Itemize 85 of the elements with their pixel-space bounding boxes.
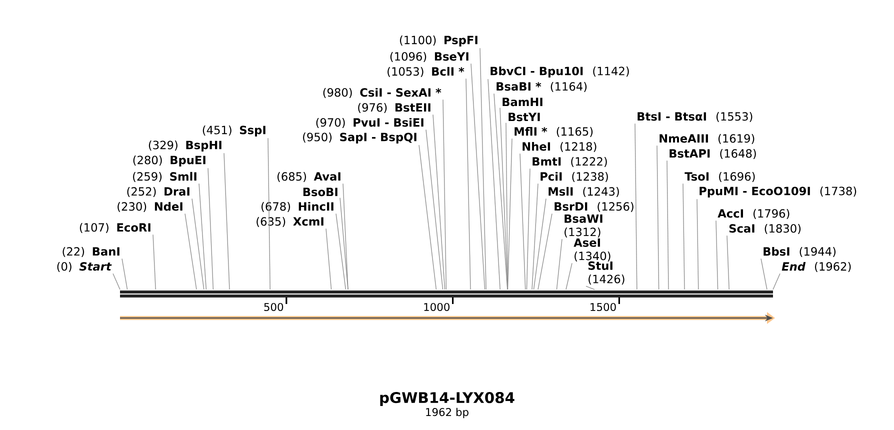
leader-line <box>494 93 508 290</box>
enzyme-label: (280) BpuEI <box>133 156 206 166</box>
leader-line <box>426 129 444 290</box>
enzyme-label: BsrDI (1256) <box>554 202 634 212</box>
enzyme-label: BsoBI <box>303 188 338 196</box>
leader-line <box>566 262 572 290</box>
enzyme-label: BtsI - BtsαI (1553) <box>638 112 752 122</box>
leader-line <box>268 138 270 290</box>
enzyme-label: (685) AvaI <box>278 172 340 182</box>
enzyme-label: NheI (1218) <box>522 142 596 152</box>
enzyme-label: BsaWI (1312) <box>564 214 602 238</box>
leader-line <box>634 123 638 290</box>
enzyme-label: (107) EcoRI <box>80 222 150 234</box>
enzyme-label: BbsI (1944) <box>764 246 836 258</box>
leader-line <box>526 168 530 290</box>
enzyme-label: (451) SspI <box>202 126 266 136</box>
leader-line <box>224 152 230 290</box>
enzyme-label: AccI (1796) <box>718 208 790 220</box>
enzyme-label: (950) SapI - BspQI <box>303 132 416 144</box>
leader-line <box>533 198 546 290</box>
enzyme-label: (1096) BseYI <box>390 52 468 62</box>
leader-line <box>716 220 718 290</box>
leader-line <box>326 228 332 290</box>
enzyme-label: (22) BanI <box>62 246 120 258</box>
leader-line <box>666 160 669 290</box>
leader-line <box>656 145 660 290</box>
leader-line <box>466 78 471 290</box>
enzyme-label: (329) BspHI <box>148 140 222 152</box>
enzyme-label: (1053) BclI * <box>388 66 464 78</box>
enzyme-label: MslI (1243) <box>548 186 619 198</box>
caption: 1962 bp <box>426 408 468 418</box>
enzyme-label: (252) DraI <box>127 186 190 198</box>
leader-line <box>520 153 526 290</box>
leader-line <box>500 107 508 290</box>
leader-line <box>682 183 685 290</box>
leader-line <box>470 63 486 290</box>
leader-line <box>432 114 446 290</box>
leader-line <box>760 258 768 290</box>
leader-line <box>342 183 348 290</box>
sequence-bar <box>120 290 773 298</box>
leader-line <box>556 238 562 290</box>
leader-line <box>726 235 730 290</box>
enzyme-label: (980) CsiI - SexAI * <box>323 88 442 98</box>
enzyme-label: BsaBI * (1164) <box>496 82 587 92</box>
leader-line <box>112 273 120 290</box>
enzyme-label: (230) NdeI <box>118 202 182 212</box>
enzyme-label: (678) HincII <box>262 202 334 212</box>
enzyme-label: BmtI (1222) <box>532 156 607 168</box>
leader-line <box>772 273 780 290</box>
enzyme-label: MflI * (1165) <box>514 126 593 138</box>
enzyme-label: NmeAIII (1619) <box>660 134 754 144</box>
enzyme-label: TsoI (1696) <box>684 172 755 182</box>
leader-line <box>198 183 207 290</box>
enzyme-label: BamHI <box>502 98 542 106</box>
leader-line <box>152 234 156 290</box>
enzyme-label: (635) XcmI <box>256 216 324 228</box>
enzyme-label: (970) PvuI - BsiEI <box>316 118 424 128</box>
leader-line <box>696 198 699 290</box>
leader-line <box>507 138 512 290</box>
enzyme-label: BstAPI (1648) <box>670 148 756 160</box>
enzyme-label: (259) SmlI <box>133 172 196 182</box>
enzyme-label: (0) Start <box>57 262 112 272</box>
enzyme-label: AseI (1340) <box>574 238 610 262</box>
leader-line <box>336 213 346 290</box>
enzyme-label: (976) BstEII <box>358 102 430 114</box>
enzyme-label: StuI (1426) <box>588 261 624 285</box>
enzyme-label: (1100) PspFI <box>400 36 478 46</box>
leader-line <box>192 198 204 290</box>
leader-line <box>538 213 552 290</box>
leader-line <box>184 213 197 290</box>
leader-line <box>586 286 595 290</box>
leader-line <box>122 258 128 290</box>
title: pGWB14-LYX084 <box>380 392 514 406</box>
enzyme-label: ScaI (1830) <box>729 224 801 234</box>
enzyme-label: PciI (1238) <box>540 172 608 182</box>
leader-line <box>532 183 538 290</box>
leader-line <box>418 144 437 290</box>
leader-line <box>442 99 447 290</box>
leader-line <box>480 48 486 290</box>
enzyme-label: BbvCI - Bpu10I (1142) <box>490 66 629 78</box>
leader-line <box>488 78 500 290</box>
leader-line <box>208 168 214 290</box>
enzyme-label: BstYI <box>508 112 540 122</box>
enzyme-label: End (1962) <box>782 262 851 272</box>
enzyme-label: PpuMI - EcoO109I (1738) <box>700 186 856 198</box>
